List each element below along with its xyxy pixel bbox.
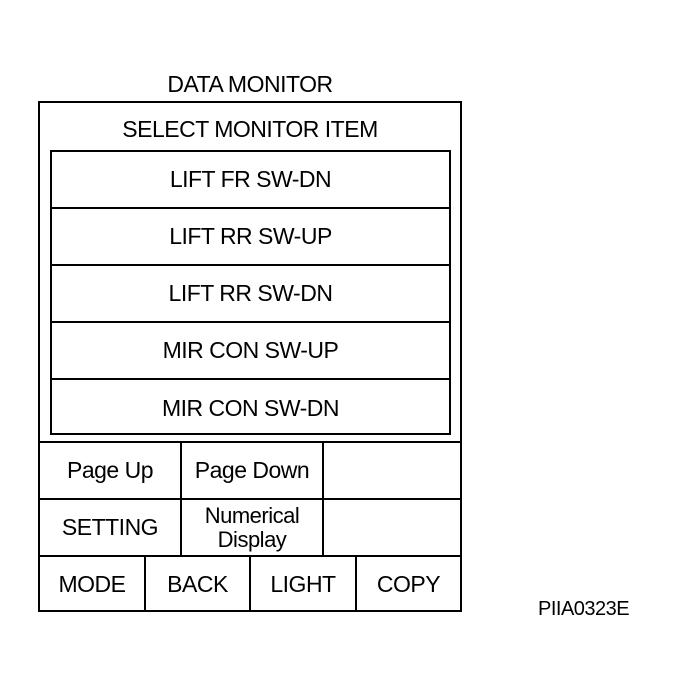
monitor-item-list: LIFT FR SW-DN LIFT RR SW-UP LIFT RR SW-D… (50, 150, 451, 435)
figure-code: PIIA0323E (538, 598, 630, 620)
monitor-item-lift-rr-sw-up[interactable]: LIFT RR SW-UP (52, 209, 449, 266)
empty-cell (324, 443, 460, 498)
control-row-bottom: MODE BACK LIGHT COPY (40, 555, 460, 612)
panel-header: SELECT MONITOR ITEM (122, 116, 378, 142)
monitor-item-mir-con-sw-up[interactable]: MIR CON SW-UP (52, 323, 449, 380)
data-monitor-panel: SELECT MONITOR ITEM LIFT FR SW-DN LIFT R… (38, 101, 462, 612)
copy-button[interactable]: COPY (376, 571, 441, 597)
monitor-item-lift-fr-sw-dn[interactable]: LIFT FR SW-DN (52, 152, 449, 209)
back-button[interactable]: BACK (146, 557, 251, 612)
page-down-button[interactable]: Page Down (182, 443, 324, 498)
numerical-display-label-line2: Display (217, 526, 287, 552)
mode-button[interactable]: MODE (40, 557, 146, 612)
setting-button[interactable]: SETTING (40, 500, 182, 555)
empty-cell (324, 500, 460, 555)
light-button[interactable]: LIGHT (251, 557, 357, 612)
screen-title: DATA MONITOR (167, 71, 333, 97)
page-up-button[interactable]: Page Up (40, 443, 182, 498)
control-row-paging: Page Up Page Down (40, 441, 460, 498)
monitor-item-lift-rr-sw-dn[interactable]: LIFT RR SW-DN (52, 266, 449, 323)
control-row-settings: SETTING Numerical Display (40, 498, 460, 555)
numerical-display-label-line1: Numerical (204, 502, 300, 528)
numerical-display-button[interactable]: Numerical Display (182, 500, 324, 555)
monitor-item-mir-con-sw-dn[interactable]: MIR CON SW-DN (161, 395, 340, 421)
